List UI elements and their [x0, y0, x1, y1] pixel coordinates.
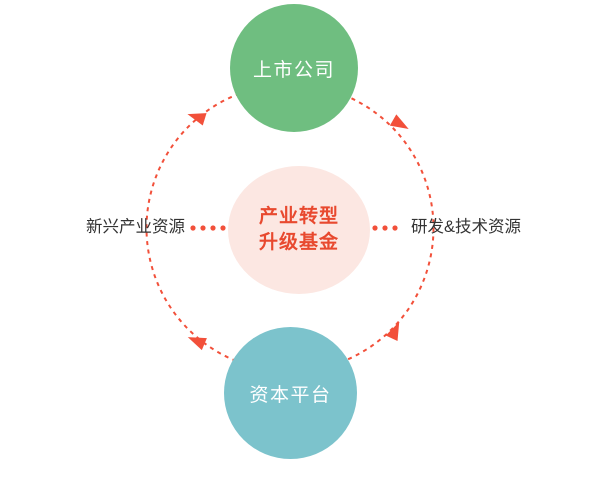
right-resource-label: 研发&技术资源 — [411, 218, 522, 236]
arrowhead-top-left-icon — [187, 113, 207, 126]
center-circle-label-line1: 产业转型 — [258, 206, 339, 227]
arrowhead-bottom-right-icon — [385, 321, 400, 341]
dot-icon — [382, 225, 388, 231]
dashed-cycle-ring — [145, 83, 435, 373]
bottom-circle-capital-platform: 资本平台 — [224, 327, 357, 459]
center-circle-label-line2: 升级基金 — [258, 232, 339, 253]
bottom-circle-label: 资本平台 — [249, 384, 332, 406]
top-circle-listed-company: 上市公司 — [230, 4, 358, 132]
arrowhead-bottom-left-icon — [187, 337, 207, 351]
left-resource-label: 新兴产业资源 — [86, 218, 185, 236]
left-connector-dots — [190, 225, 226, 231]
center-circle-fund: 产业转型 升级基金 — [228, 166, 370, 294]
arrowhead-top-right-icon — [389, 114, 409, 129]
dot-icon — [210, 225, 216, 231]
dot-icon — [372, 225, 378, 231]
top-circle-label: 上市公司 — [252, 59, 335, 81]
dot-icon — [220, 225, 226, 231]
dot-icon — [190, 225, 196, 231]
dot-icon — [392, 225, 398, 231]
dot-icon — [200, 225, 206, 231]
